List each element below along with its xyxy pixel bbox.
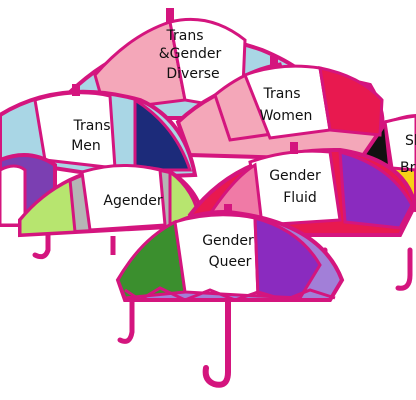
tgd-label-2: &Gender bbox=[159, 46, 222, 62]
tw-label-1: Trans bbox=[263, 86, 301, 102]
tw-label-2: Women bbox=[260, 108, 313, 124]
umbrella-gender-queer: Gender Queer bbox=[115, 204, 345, 388]
partial-label-2: Br bbox=[400, 160, 416, 176]
umbrella-trans-men: Trans Men bbox=[0, 84, 198, 181]
gq-label-2: Queer bbox=[209, 254, 252, 270]
umbrella-agender: Agender bbox=[18, 163, 208, 255]
gf-label-1: Gender bbox=[269, 168, 321, 184]
gf-label-2: Fluid bbox=[283, 190, 317, 206]
umbrella-trans-women: Trans Women bbox=[175, 56, 385, 163]
tgd-label-3: Diverse bbox=[166, 66, 219, 82]
tm-label-1: Trans bbox=[73, 118, 111, 134]
partial-label-1: Sh bbox=[405, 133, 416, 149]
agender-label: Agender bbox=[103, 193, 162, 209]
tm-label-2: Men bbox=[71, 138, 101, 154]
tgd-label-1: Trans bbox=[166, 28, 204, 44]
umbrella-gender-fluid: Gender Fluid bbox=[187, 142, 416, 292]
gq-label-1: Gender bbox=[202, 233, 254, 249]
